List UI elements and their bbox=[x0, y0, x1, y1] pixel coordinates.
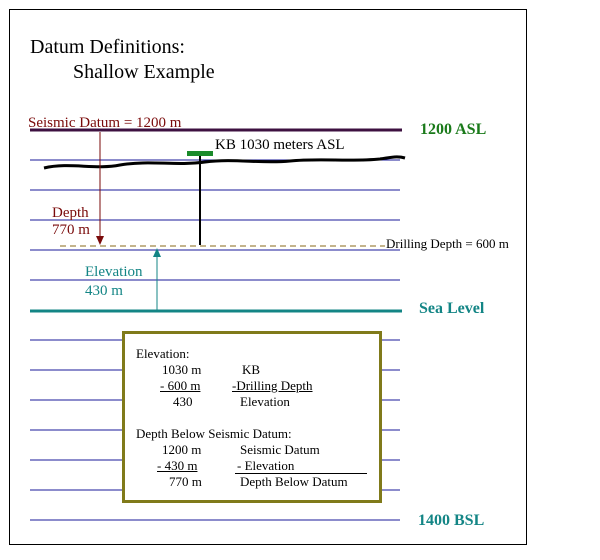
elevation-arrowhead bbox=[153, 248, 161, 257]
title-line-2: Shallow Example bbox=[73, 61, 215, 83]
depth-row-value: - 430 m bbox=[157, 458, 198, 473]
depth-label: Depth bbox=[52, 205, 89, 221]
calculation-box: Elevation: 1030 m KB - 600 m -Drilling D… bbox=[122, 331, 382, 503]
ground-surface-line bbox=[43, 155, 406, 170]
elevation-heading: Elevation: bbox=[136, 346, 190, 361]
depth-sum-rule bbox=[235, 473, 367, 474]
sea-level-label: Sea Level bbox=[419, 300, 485, 317]
elevation-row-value: 1030 m bbox=[162, 362, 202, 377]
elevation-row-value: 430 bbox=[173, 394, 193, 409]
depth-value: 770 m bbox=[52, 222, 90, 238]
depth-row-term: - Elevation bbox=[237, 458, 295, 473]
top-level-label: 1200 ASL bbox=[420, 121, 487, 138]
depth-heading: Depth Below Seismic Datum: bbox=[136, 426, 292, 441]
depth-row-value: 770 m bbox=[169, 474, 202, 489]
depth-row-value: 1200 m bbox=[162, 442, 202, 457]
elevation-label: Elevation bbox=[85, 264, 143, 280]
elevation-row-term: KB bbox=[242, 362, 261, 377]
depth-row-term: Depth Below Datum bbox=[240, 474, 348, 489]
bottom-level-label: 1400 BSL bbox=[418, 512, 485, 529]
kb-label: KB 1030 meters ASL bbox=[215, 137, 345, 153]
drilling-depth-label: Drilling Depth = 600 m bbox=[386, 236, 509, 251]
elevation-row-term: -Drilling Depth bbox=[232, 378, 313, 393]
elevation-row-value: - 600 m bbox=[160, 378, 201, 393]
depth-row-term: Seismic Datum bbox=[240, 442, 320, 457]
title-line-1: Datum Definitions: bbox=[30, 36, 185, 58]
seismic-datum-label: Seismic Datum = 1200 m bbox=[28, 115, 182, 131]
depth-arrowhead bbox=[96, 236, 104, 245]
elevation-row-term: Elevation bbox=[240, 394, 290, 409]
kb-marker bbox=[187, 151, 213, 156]
elevation-value: 430 m bbox=[85, 283, 123, 299]
